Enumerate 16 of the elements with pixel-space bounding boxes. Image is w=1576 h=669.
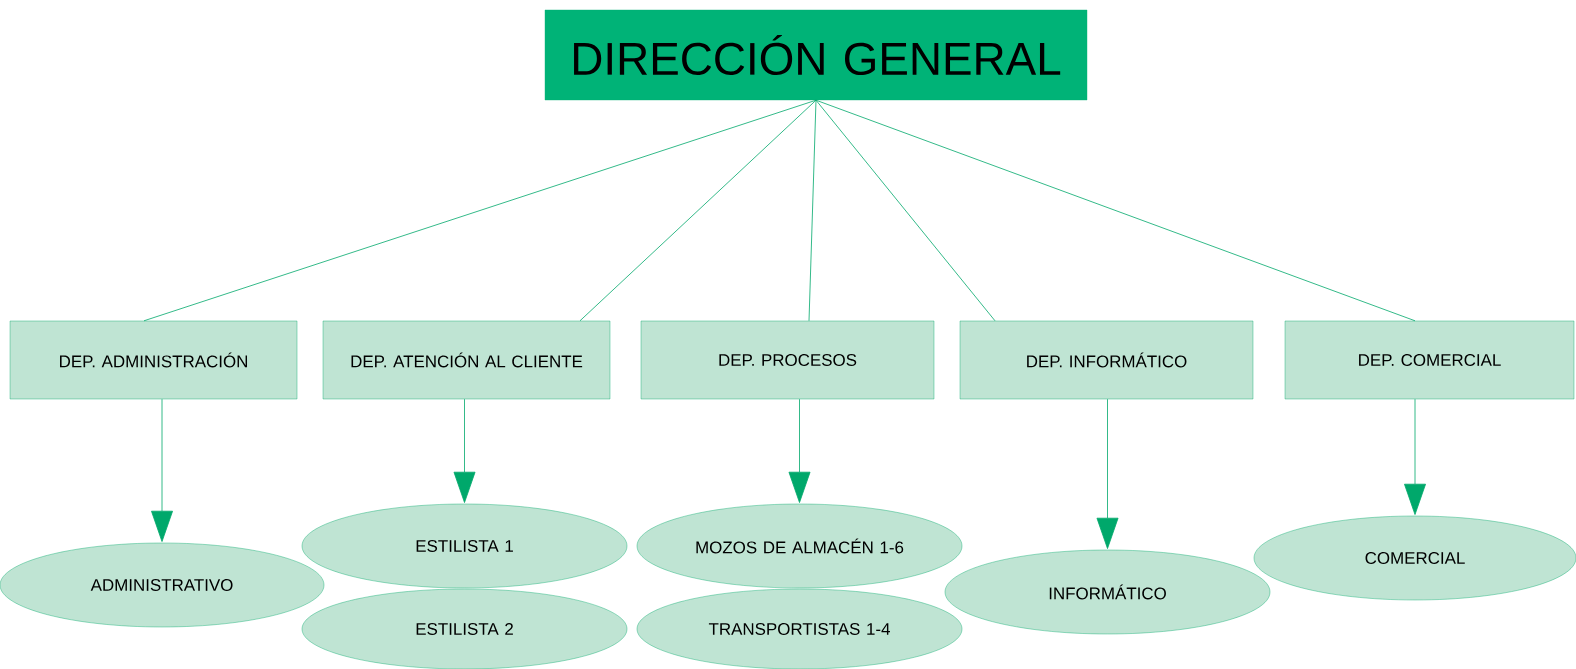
department-box: DEP. ADMINISTRACIÓN xyxy=(9,320,298,400)
connector-line xyxy=(808,99,817,322)
arrow xyxy=(1096,398,1119,549)
department-box: DEP. ATENCIÓN AL CLIENTE xyxy=(322,320,611,400)
connector-line xyxy=(815,99,1416,322)
department-box: DEP. PROCESOS xyxy=(640,320,935,400)
connector-line xyxy=(143,99,817,322)
arrow xyxy=(788,398,811,503)
department-box: DEP. INFORMÁTICO xyxy=(959,320,1254,400)
arrow xyxy=(1404,398,1426,515)
connector-line xyxy=(579,99,817,322)
heading-box: DIRECCIÓN GENERAL xyxy=(544,9,1088,101)
department-box: DEP. COMERCIAL xyxy=(1284,320,1575,400)
connector-line xyxy=(815,99,996,322)
arrow xyxy=(151,398,173,542)
arrow xyxy=(453,398,476,503)
